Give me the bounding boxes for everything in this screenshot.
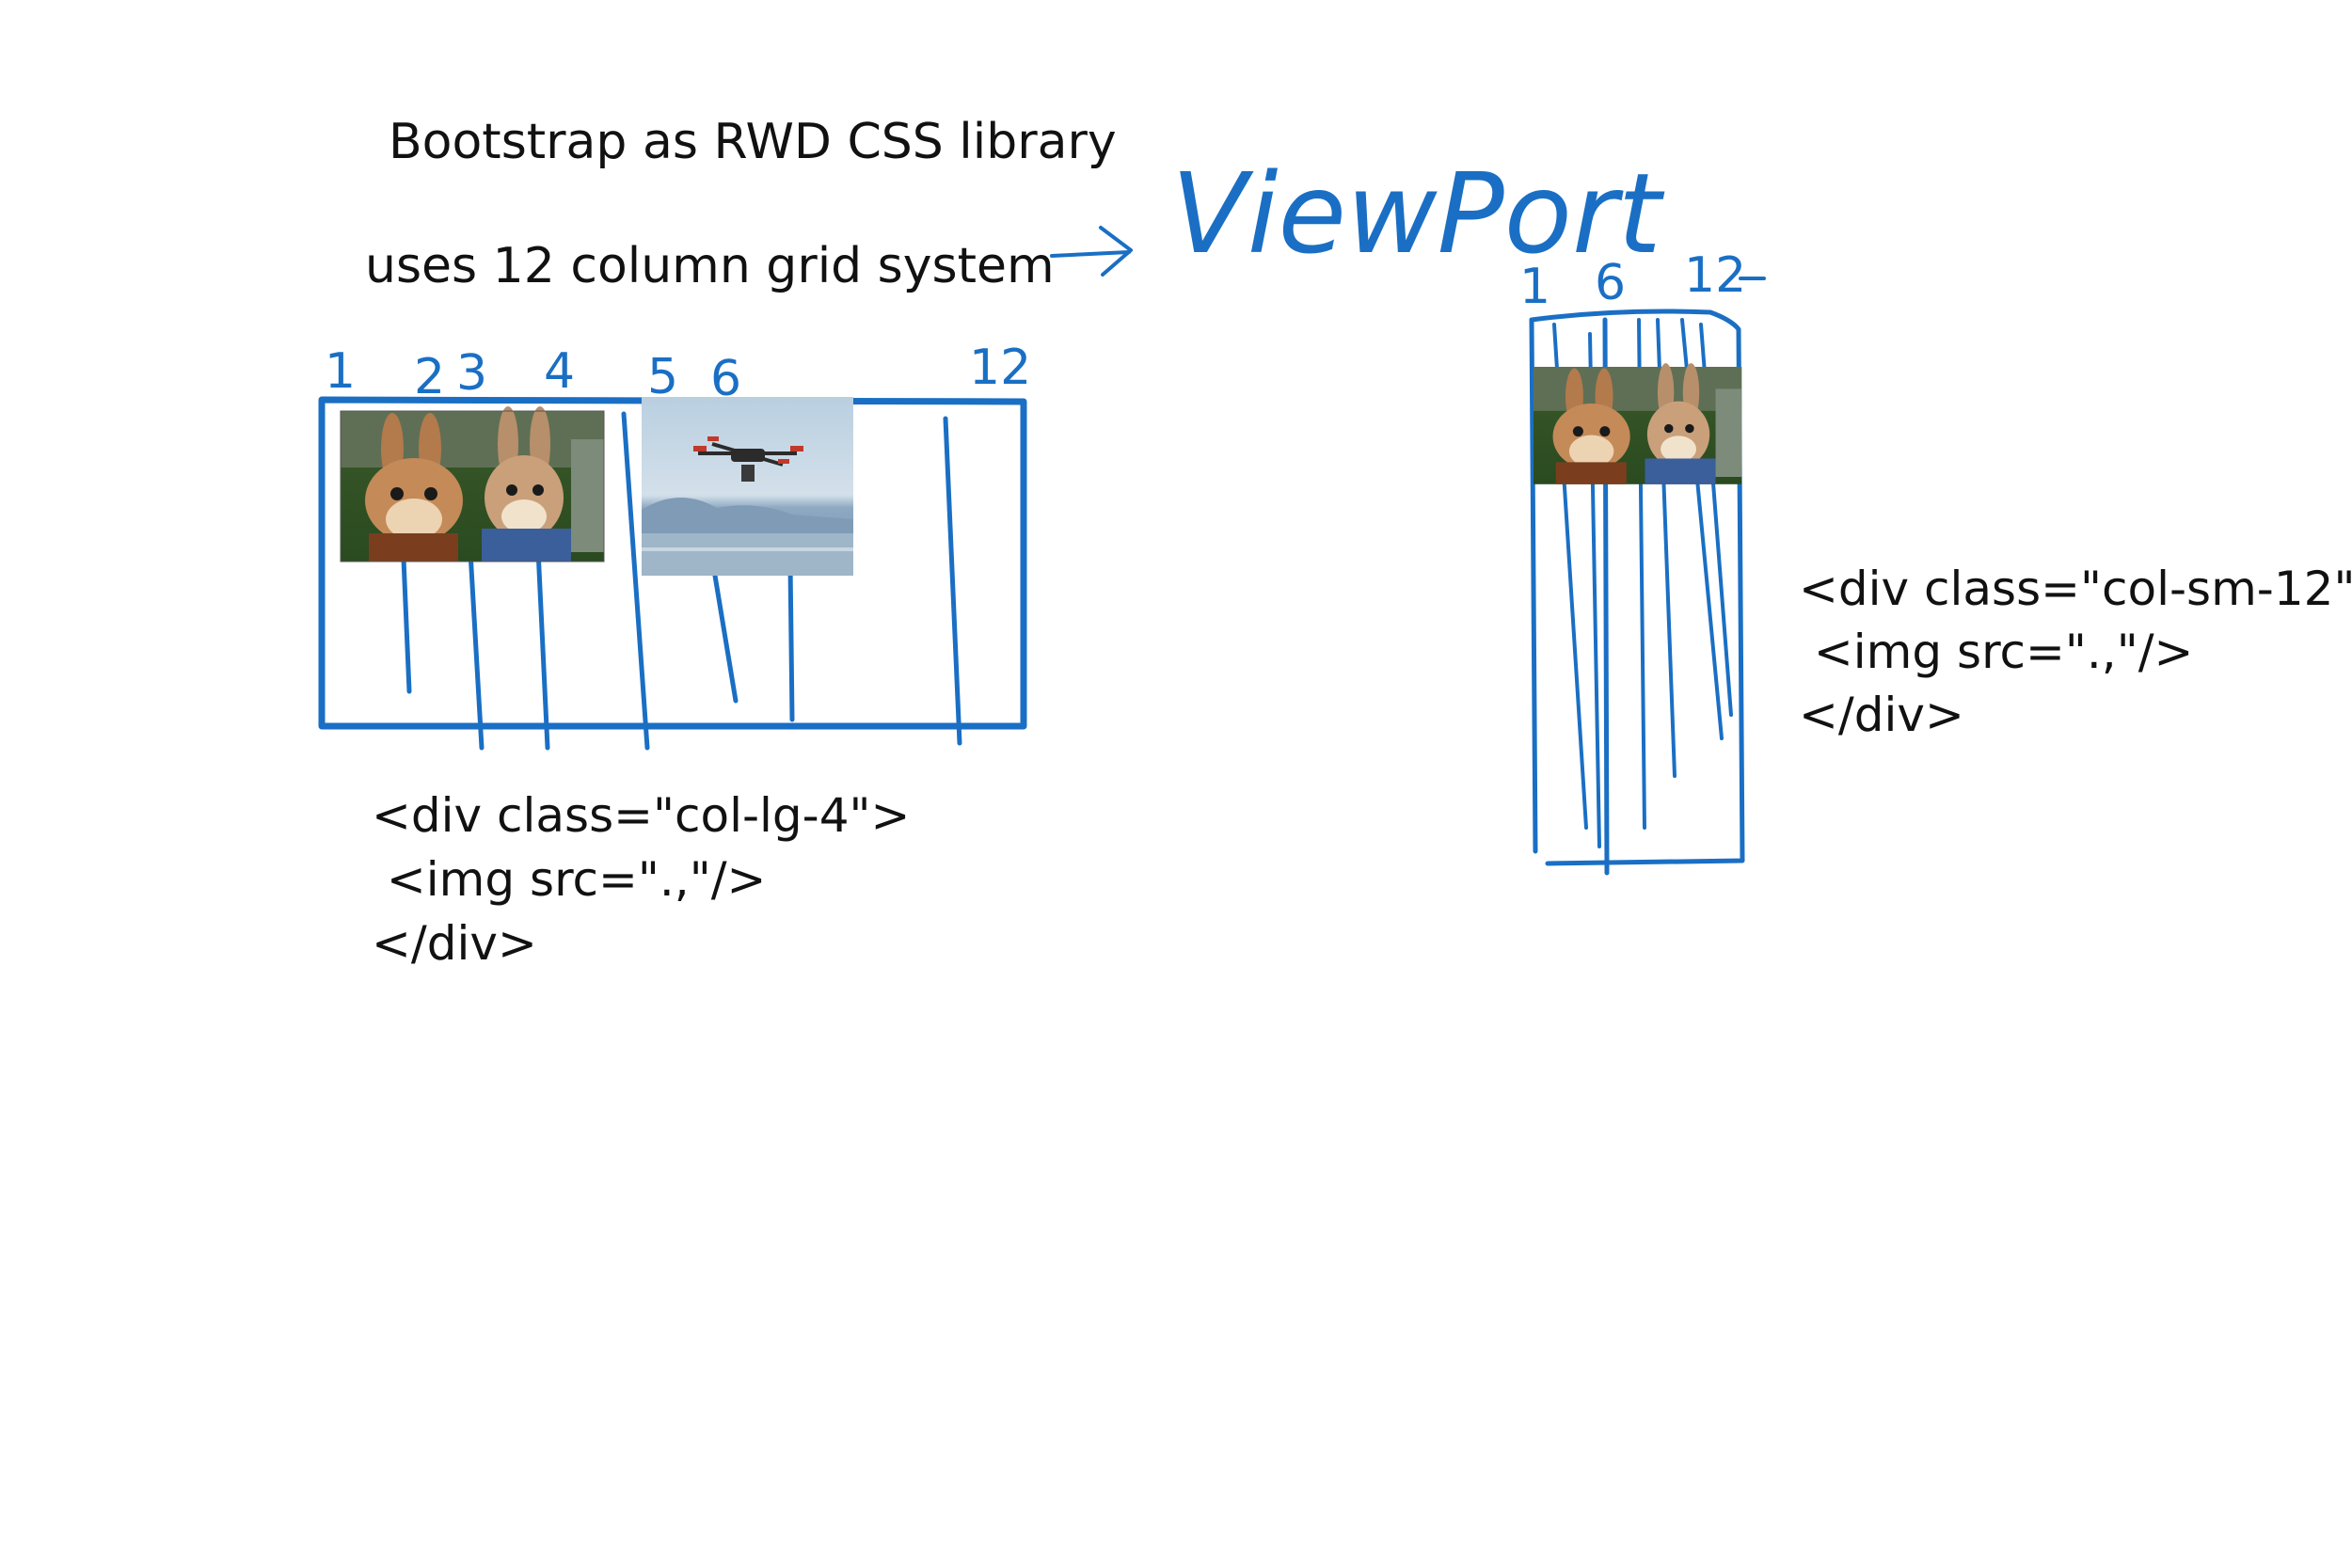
arrow-to-viewport [1050, 226, 1133, 277]
column-tick-5: 5 [647, 349, 678, 405]
code-line-2-left: <img src=".,"/> [372, 852, 766, 907]
rabbits-image-small [1534, 363, 1742, 484]
column-tick-12: 12 [969, 340, 1031, 396]
heading-line-1: Bootstrap as RWD CSS library [389, 114, 1117, 170]
small-column-tick-6: 6 [1595, 255, 1626, 311]
small-column-tick-12: 12 [1684, 247, 1746, 304]
small-screen-grid: 1 6 12 [1519, 247, 1766, 876]
code-line-3-left: </div> [372, 916, 537, 971]
small-column-tick-1: 1 [1519, 259, 1550, 315]
large-screen-grid: 1 2 3 4 5 6 12 [318, 340, 1031, 751]
column-tick-4: 4 [544, 343, 575, 400]
column-tick-1: 1 [325, 343, 356, 400]
heading-line-2: uses 12 column grid system [365, 238, 1055, 294]
column-tick-2: 2 [414, 349, 445, 405]
code-line-1-left: <div class="col-lg-4"> [372, 788, 910, 843]
drone-image [640, 395, 855, 578]
code-line-3-right: </div> [1799, 688, 1964, 742]
column-tick-3: 3 [456, 345, 487, 402]
code-line-1-right: <div class="col-sm-12"> [1799, 562, 2352, 616]
rabbits-image [340, 406, 605, 562]
code-line-2-right: <img src=".,"/> [1799, 625, 2193, 679]
viewport-label: ViewPort [1171, 149, 1664, 278]
